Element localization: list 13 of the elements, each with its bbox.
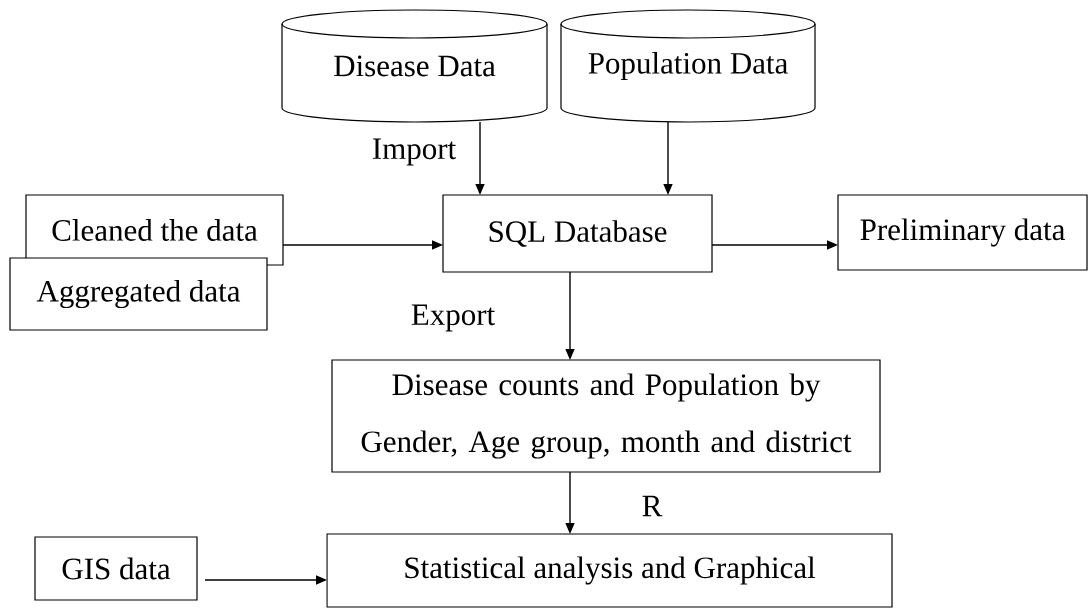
edge-label: Export	[409, 303, 497, 333]
process-box: Statistical analysis and Graphical	[326, 533, 893, 608]
node-label: Disease Data	[334, 55, 496, 77]
edge-label: Import	[370, 137, 458, 167]
process-box: Preliminary data	[837, 194, 1088, 271]
process-box: Disease counts and Population by Gender, Age group, month and district	[331, 359, 881, 473]
process-box: Aggregated data	[9, 257, 268, 331]
process-box: SQL Database	[442, 194, 713, 273]
database-cylinder: Population Data	[560, 9, 816, 123]
edge-label: R	[640, 494, 664, 518]
database-cylinder: Disease Data	[281, 9, 548, 123]
process-box: GIS data	[34, 536, 198, 601]
node-label: Population Data	[588, 51, 788, 81]
